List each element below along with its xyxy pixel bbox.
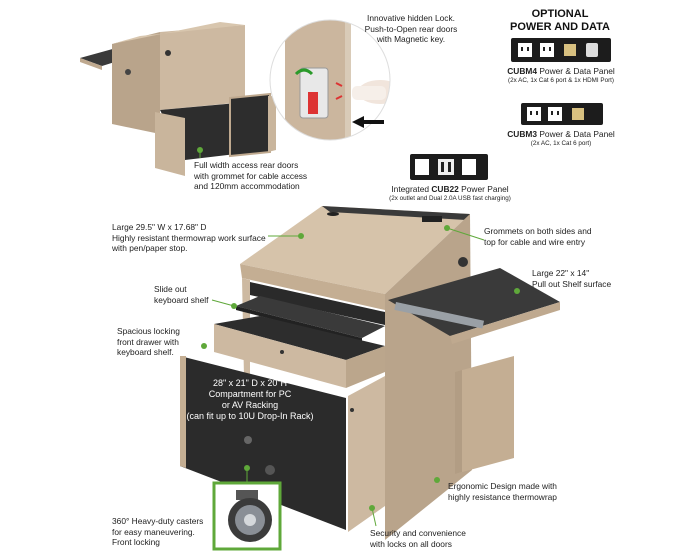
callout-keyboard: Slide out keyboard shelf (154, 284, 209, 305)
cubm3-sub: (2x AC, 1x Cat 6 port) (530, 139, 592, 147)
header-optional: OPTIONAL POWER AND DATA (509, 8, 610, 33)
callout-lock: Innovative hidden Lock. Push-to-Open rea… (364, 13, 458, 44)
cub22-name: CUB22 (431, 184, 459, 194)
callout-grommets: Grommets on both sides and top for cable… (484, 226, 592, 247)
cubm4-name: CUBM4 (507, 66, 538, 76)
cub22-label: Integrated CUB22 Power Panel (2x outlet … (370, 184, 530, 203)
cubm4-sub: (2x AC, 1x Cat 6 port & 1x HDMI Port) (507, 76, 615, 84)
cubm3-desc: Power & Data Panel (537, 129, 615, 139)
cub22-prefix: Integrated (391, 184, 432, 194)
cubm4-label: CUBM4 Power & Data Panel (2x AC, 1x Cat … (480, 66, 642, 85)
callout-security: Security and convenience with locks on a… (370, 528, 466, 549)
cubm3-label: CUBM3 Power & Data Panel (2x AC, 1x Cat … (490, 129, 632, 148)
cub22-sub: (2x outlet and Dual 2.0A USB fast chargi… (389, 194, 511, 202)
compartment-text: 28" x 21" D x 20"H Compartment for PC or… (186, 378, 314, 421)
callout-surface: Large 29.5" W x 17.68" D Highly resistan… (112, 222, 266, 253)
callout-shelf: Large 22" x 14" Pull out Shelf surface (532, 268, 612, 289)
callout-casters: 360° Heavy-duty casters for easy maneuve… (112, 516, 204, 547)
cub22-desc: Power Panel (458, 184, 509, 194)
callout-ergonomic: Ergonomic Design made with highly resist… (448, 481, 557, 502)
cubm3-name: CUBM3 (507, 129, 538, 139)
cubm4-desc: Power & Data Panel (537, 66, 615, 76)
callout-drawer: Spacious locking front drawer with keybo… (117, 326, 180, 357)
callout-rear-doors: Full width access rear doors with gromme… (194, 160, 308, 191)
